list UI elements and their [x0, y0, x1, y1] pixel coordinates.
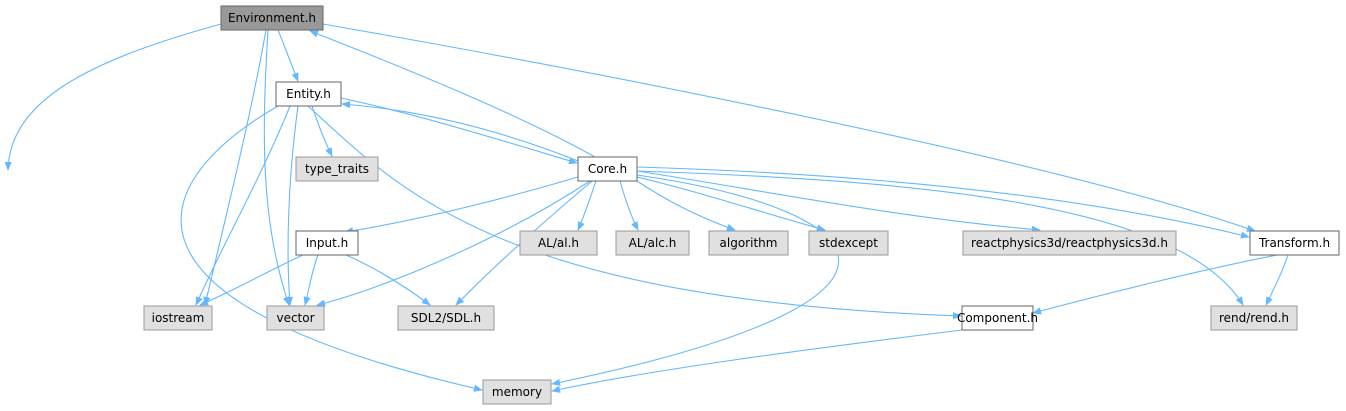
edge-core-to-reactphysics: [636, 170, 1041, 233]
edge-environment-to-entity: [277, 29, 299, 82]
node-label-input: Input.h: [306, 236, 349, 250]
edge-entity-to-type_traits: [311, 105, 333, 157]
node-label-iostream: iostream: [152, 311, 205, 325]
node-vector[interactable]: vector: [266, 305, 325, 331]
node-box-algorithm[interactable]: [708, 230, 789, 256]
edges-layer: [4, 23, 1289, 393]
node-label-entity: Entity.h: [286, 87, 331, 101]
node-core[interactable]: Core.h: [577, 156, 638, 182]
edge-transform-to-rend: [1265, 254, 1289, 306]
node-label-al_alc: AL/alc.h: [629, 236, 677, 250]
edge-input-to-iostream: [199, 254, 304, 306]
node-label-al_al: AL/al.h: [538, 236, 579, 250]
node-label-stdexcept: stdexcept: [819, 236, 878, 250]
node-box-iostream[interactable]: [143, 305, 213, 331]
edge-core-to-vector: [316, 180, 591, 307]
edge-entity-to-component: [307, 105, 962, 320]
edge-core-to-environment: [309, 30, 596, 158]
edge-input-to-vector: [303, 254, 319, 306]
node-box-core[interactable]: [577, 156, 638, 182]
node-box-component[interactable]: [961, 305, 1034, 331]
node-al_al[interactable]: AL/al.h: [519, 230, 598, 256]
node-box-al_alc[interactable]: [615, 230, 690, 256]
node-stdexcept[interactable]: stdexcept: [808, 230, 889, 256]
node-iostream[interactable]: iostream: [143, 305, 213, 331]
edge-transform-to-component: [1032, 254, 1278, 315]
node-type_traits[interactable]: type_traits: [295, 156, 379, 182]
node-transform[interactable]: Transform.h: [1249, 230, 1340, 256]
edge-core-to-al_alc: [619, 180, 639, 231]
edge-component-to-memory: [551, 329, 963, 393]
edge-environment-to-vector: [263, 29, 290, 306]
node-label-memory: memory: [492, 385, 542, 399]
edge-core-to-input: [344, 176, 579, 235]
edge-core-to-stdexcept: [636, 176, 826, 232]
node-label-type_traits: type_traits: [305, 162, 369, 176]
node-box-memory[interactable]: [482, 379, 552, 405]
edge-entity-to-memory: [180, 105, 483, 392]
node-rend[interactable]: rend/rend.h: [1210, 305, 1298, 331]
edge-core-to-rend: [636, 170, 1244, 306]
node-algorithm[interactable]: algorithm: [708, 230, 789, 256]
edge-core-to-algorithm: [636, 180, 736, 231]
edge-entity-to-vector: [285, 105, 299, 306]
node-label-rend: rend/rend.h: [1219, 311, 1289, 325]
edge-core-to-al_al: [577, 180, 597, 231]
node-label-algorithm: algorithm: [720, 236, 778, 250]
node-box-al_al[interactable]: [519, 230, 598, 256]
node-label-transform: Transform.h: [1258, 236, 1330, 250]
node-al_alc[interactable]: AL/alc.h: [615, 230, 690, 256]
node-component[interactable]: Component.h: [957, 305, 1038, 331]
node-box-type_traits[interactable]: [295, 156, 379, 182]
node-label-vector: vector: [276, 311, 314, 325]
edge-entity-to-iostream: [195, 105, 291, 306]
node-sdl[interactable]: SDL2/SDL.h: [397, 305, 495, 331]
edge-core-to-transform: [636, 166, 1250, 239]
node-input[interactable]: Input.h: [295, 230, 359, 256]
edge-core-to-entity: [341, 101, 579, 162]
node-label-reactphysics: reactphysics3d/reactphysics3d.h: [971, 236, 1168, 250]
node-label-sdl: SDL2/SDL.h: [411, 311, 481, 325]
node-label-component: Component.h: [957, 311, 1038, 325]
node-box-sdl[interactable]: [397, 305, 495, 331]
node-box-stdexcept[interactable]: [808, 230, 889, 256]
node-box-entity[interactable]: [275, 81, 342, 107]
node-memory[interactable]: memory: [482, 379, 552, 405]
node-label-core: Core.h: [588, 162, 627, 176]
node-entity[interactable]: Entity.h: [275, 81, 342, 107]
node-box-input[interactable]: [295, 230, 359, 256]
edge-environment-to-memory: [4, 23, 222, 171]
node-label-environment: Environment.h: [228, 11, 316, 25]
edge-entity-to-core: [340, 97, 578, 165]
node-box-transform[interactable]: [1249, 230, 1340, 256]
node-box-environment[interactable]: [220, 5, 324, 31]
node-environment[interactable]: Environment.h: [220, 5, 324, 31]
node-reactphysics[interactable]: reactphysics3d/reactphysics3d.h: [962, 230, 1177, 256]
edge-core-to-sdl: [455, 180, 593, 306]
edge-input-to-sdl: [345, 254, 431, 306]
node-box-reactphysics[interactable]: [962, 230, 1177, 256]
node-box-rend[interactable]: [1210, 305, 1298, 331]
edge-environment-to-iostream: [203, 29, 267, 306]
edge-core-to-memory: [551, 174, 840, 386]
node-box-vector[interactable]: [266, 305, 325, 331]
edge-environment-to-transform: [322, 23, 1256, 232]
